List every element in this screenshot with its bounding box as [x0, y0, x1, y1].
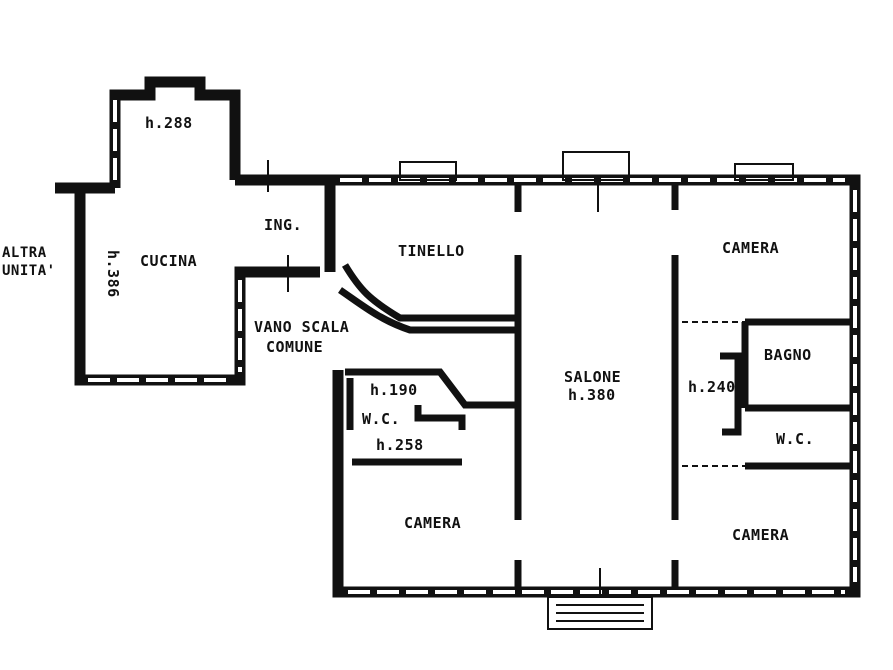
- main-walls: [324, 151, 861, 630]
- room-label-camera-bottom-left: CAMERA: [404, 514, 462, 532]
- room-label-ingresso: ING.: [264, 216, 303, 234]
- wc-left-height-top: h.190: [370, 381, 418, 399]
- cucina-height-label: h.288: [145, 114, 193, 132]
- room-label-wc-right: W.C.: [776, 430, 815, 448]
- room-label-bagno: BAGNO: [764, 346, 812, 364]
- salone-height-label: h.380: [568, 386, 616, 404]
- room-label-wc-left: W.C.: [362, 410, 401, 428]
- bagno-height-label: h.240: [688, 378, 736, 396]
- kitchen-walls: [55, 76, 330, 386]
- room-label-camera-bottom-right: CAMERA: [732, 526, 790, 544]
- partitions: [267, 160, 850, 596]
- room-label-tinello: TINELLO: [398, 242, 465, 260]
- room-label-camera-top: CAMERA: [722, 239, 780, 257]
- room-label-cucina: CUCINA: [140, 252, 198, 270]
- label-comune: COMUNE: [266, 338, 324, 356]
- room-label-salone: SALONE: [564, 368, 622, 386]
- wc-left-height-bottom: h.258: [376, 436, 424, 454]
- label-unita: UNITA': [2, 263, 56, 279]
- label-altra: ALTRA: [2, 245, 47, 261]
- cucina-side-height-label: h.386: [104, 250, 122, 298]
- label-vano-scala: VANO SCALA: [254, 318, 350, 336]
